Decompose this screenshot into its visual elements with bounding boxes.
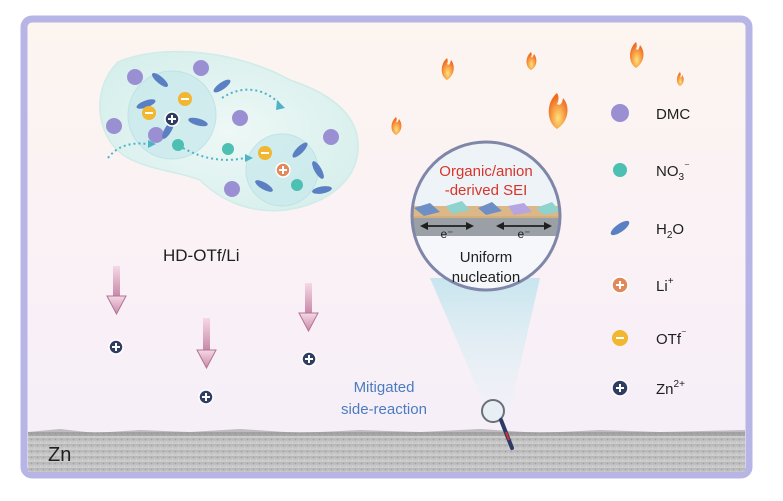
dmc-molecule [323, 129, 339, 145]
flame-icon [630, 42, 644, 68]
flame-icon [526, 52, 537, 70]
migration-arrowhead [276, 100, 285, 110]
legend-item-otf: OTf⁻ [612, 328, 687, 348]
free-zn-ions [108, 339, 317, 405]
legend-item-li: Li+ [611, 276, 674, 295]
dmc-molecule [148, 127, 164, 143]
side-reaction-line1: Mitigated [354, 379, 415, 396]
flames [391, 42, 684, 135]
legend-label-water: H2O [656, 221, 684, 241]
water-molecule [152, 73, 168, 87]
sei-fragment [446, 201, 470, 214]
otf-minus [181, 98, 189, 100]
flame-icon [391, 117, 402, 135]
zn-ion [108, 339, 124, 355]
sei-fragment [478, 202, 502, 215]
legend-label-dmc: DMC [656, 106, 690, 123]
magnifying-glass-icon [481, 399, 514, 450]
legend-item-dmc: DMC [611, 104, 690, 123]
legend-label-nitrate: NO3⁻ [656, 161, 690, 183]
nitrate-ion [291, 179, 303, 191]
downward-arrows [106, 266, 319, 370]
migration-path [107, 142, 149, 159]
dmc-molecule [127, 69, 143, 85]
dmc-icon [611, 104, 629, 122]
sei-fragment [414, 203, 440, 216]
flame-icon [441, 58, 454, 80]
water-molecule [213, 79, 231, 93]
migration-arrowhead [245, 154, 253, 162]
electron-arrows [420, 222, 552, 230]
legend-item-water: H2O [610, 220, 684, 241]
nucleation-line1: Uniform [460, 249, 513, 266]
zinc-label: Zn [48, 444, 71, 466]
zn-ion [198, 389, 214, 405]
solution-label: HD-OTf/Li [163, 246, 240, 265]
down-arrow [196, 318, 217, 370]
electron-label-left: e⁻ [440, 227, 453, 241]
magnifier-beam [430, 278, 540, 418]
electron-arrowhead [544, 222, 552, 230]
down-arrow [298, 283, 319, 333]
zinc-substrate [28, 432, 745, 472]
legend: DMC NO3⁻ H2O Li+ OTf⁻ Zn2+ [610, 104, 690, 398]
legend-label-zn: Zn2+ [656, 379, 685, 398]
flame-icon [548, 93, 568, 129]
nucleation-line2: nucleation [452, 269, 520, 286]
water-molecule [312, 186, 332, 194]
sei-fragment [508, 203, 532, 215]
otf-minus [145, 112, 153, 114]
legend-label-otf: OTf⁻ [656, 328, 687, 348]
dmc-molecule [106, 118, 122, 134]
migration-arrowhead [148, 140, 156, 148]
water-molecule [255, 180, 273, 192]
electron-label-right: e⁻ [517, 227, 530, 241]
flame-icon [677, 72, 684, 86]
migration-paths [107, 88, 281, 161]
migration-path [221, 88, 281, 105]
sei-fragment [536, 202, 560, 215]
dmc-molecule [232, 110, 248, 126]
electron-arrowhead [496, 222, 504, 230]
otf-minus [261, 152, 269, 154]
water-molecule [136, 99, 156, 109]
nitrate-ions [172, 139, 303, 191]
nitrate-ion [172, 139, 184, 151]
zn-ion-solvated [164, 111, 180, 127]
legend-item-nitrate: NO3⁻ [613, 161, 690, 183]
sei-label-line1: Organic/anion [439, 163, 532, 180]
zn-cross-section [412, 216, 560, 236]
electron-arrowhead [420, 222, 428, 230]
dmc-molecule [224, 181, 240, 197]
otf-anions [142, 92, 272, 160]
dmc-molecule [193, 60, 209, 76]
migration-path [182, 147, 246, 161]
water-molecule [188, 117, 208, 127]
sei-label-line2: -derived SEI [445, 182, 528, 199]
dmc-molecules [106, 60, 339, 197]
zn-ion [301, 351, 317, 367]
nitrate-ion [222, 143, 234, 155]
zinc-surface-edge [28, 429, 745, 436]
electron-arrowhead [466, 222, 474, 230]
water-molecule [312, 161, 324, 179]
down-arrow [106, 266, 127, 316]
magnifier-rim [410, 140, 562, 292]
legend-label-li: Li+ [656, 276, 674, 295]
water-icon [610, 220, 630, 236]
side-reaction-line2: side-reaction [341, 401, 427, 418]
sei-detail [412, 201, 560, 290]
water-molecule [292, 142, 308, 158]
li-ion-solvated [275, 162, 291, 178]
nitrate-icon [613, 163, 627, 177]
legend-item-zn: Zn2+ [611, 379, 685, 398]
